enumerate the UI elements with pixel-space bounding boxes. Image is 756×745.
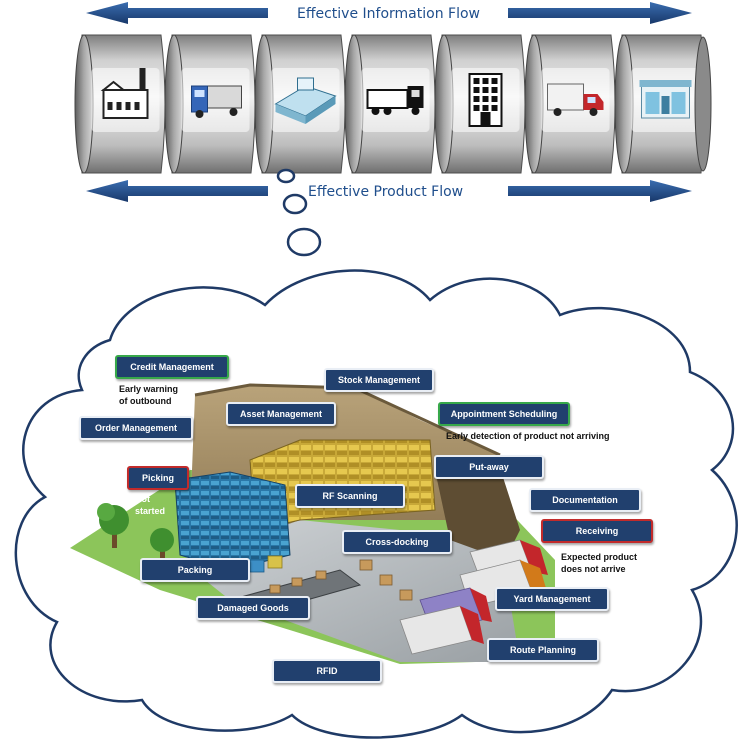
- expected-product-note: Expected product does not arrive: [561, 551, 637, 575]
- rfid-tag: RFID: [272, 659, 382, 683]
- info-flow-right-arrow: [508, 2, 692, 24]
- cross-docking-tag: Cross-docking: [342, 530, 452, 554]
- early-detection-note: Early detection of product not arriving: [446, 431, 610, 441]
- route-planning-tag: Route Planning: [487, 638, 599, 662]
- order-management-tag: Order Management: [79, 416, 193, 440]
- documentation-tag: Documentation: [529, 488, 641, 512]
- not-started-line2: started: [135, 506, 166, 516]
- product-flow-arrows: [86, 180, 692, 202]
- warehouse-scene: [70, 383, 555, 664]
- retail-store-icon: [639, 80, 692, 119]
- office-building-icon: [468, 73, 503, 127]
- expected-line1: Expected product: [561, 552, 638, 562]
- expected-line2: does not arrive: [561, 564, 626, 574]
- pipe-segment-3: [254, 34, 346, 174]
- product-flow-label: Effective Product Flow: [308, 184, 464, 200]
- early-warning-line2: of outbound: [119, 396, 172, 406]
- information-flow-arrows: [86, 2, 692, 24]
- trees: [97, 503, 174, 559]
- information-flow-label: Effective Information Flow: [297, 6, 480, 22]
- rf-scanning-tag: RF Scanning: [295, 484, 405, 508]
- early-warning-note: Early warning of outbound: [119, 383, 178, 407]
- damaged-goods-tag: Damaged Goods: [196, 596, 310, 620]
- pipe-segment-5: [434, 34, 526, 174]
- truck-4: [399, 605, 484, 655]
- early-warning-line1: Early warning: [119, 384, 179, 394]
- delivery-truck-icon: [547, 83, 604, 116]
- yard-management-tag: Yard Management: [495, 587, 609, 611]
- receiving-tag: Receiving: [541, 519, 653, 543]
- pipe-segment-6: [524, 34, 616, 174]
- loading-dock-wall: [435, 468, 520, 560]
- stock-management-tag: Stock Management: [324, 368, 434, 392]
- supply-chain-pipeline: [74, 34, 712, 174]
- pipe-segment-2: [164, 34, 256, 174]
- pipe-segment-4: [344, 34, 436, 174]
- parked-trucks: [399, 539, 548, 655]
- not-started-note: Not started: [135, 493, 165, 517]
- product-flow-right-arrow: [508, 180, 692, 202]
- credit-management-tag: Credit Management: [115, 355, 229, 379]
- thought-bubble-medium: [282, 193, 308, 215]
- blue-storage-racks: [174, 471, 291, 571]
- packing-tag: Packing: [140, 558, 250, 582]
- pipe-segment-7: [614, 34, 706, 174]
- pipe-segment-1: [74, 34, 166, 174]
- pipe-end-cap: [694, 36, 712, 172]
- put-away-tag: Put-away: [434, 455, 544, 479]
- appointment-scheduling-tag: Appointment Scheduling: [438, 402, 570, 426]
- thought-bubble-small: [276, 168, 296, 184]
- warehouse-roof-edge: [194, 383, 501, 457]
- info-flow-left-arrow: [86, 2, 268, 24]
- factory-icon: [100, 68, 149, 119]
- distribution-center-icon: [274, 77, 337, 124]
- truck-icon: [191, 85, 242, 118]
- picking-tag: Picking: [127, 466, 189, 490]
- cargo-boxes: [249, 555, 413, 601]
- thought-bubbles: [276, 168, 322, 257]
- asset-management-tag: Asset Management: [226, 402, 336, 426]
- thought-bubble-large: [286, 227, 322, 257]
- semi-truck-icon: [366, 86, 424, 115]
- not-started-line1: Not: [135, 494, 150, 504]
- product-flow-left-arrow: [86, 180, 268, 202]
